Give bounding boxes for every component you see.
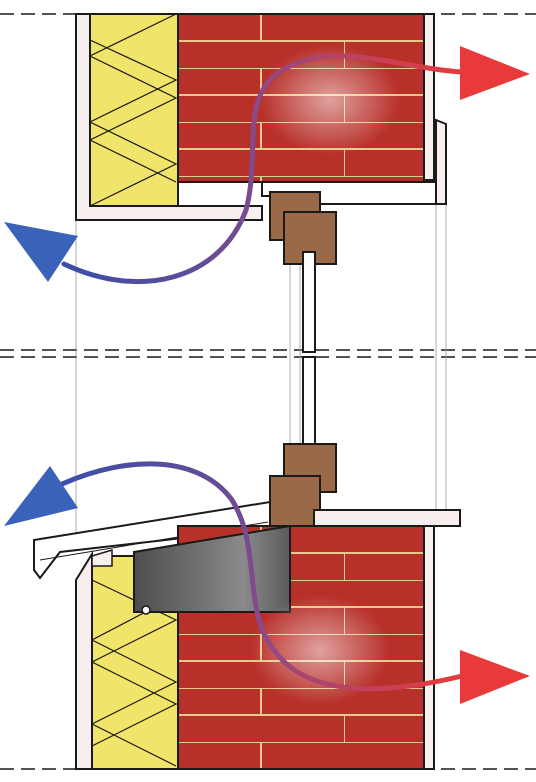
interior-sill-stool (33, 500, 271, 580)
sill-airflow-curve (59, 461, 465, 692)
head-section (75, 13, 447, 353)
exterior-sill (313, 509, 461, 527)
sill-frame-outer (269, 475, 321, 529)
head-glazing (302, 251, 316, 353)
airflow-arrows (4, 45, 530, 705)
head-exterior-cladding (423, 13, 435, 181)
sill-section (33, 356, 461, 770)
head-cool-arrowhead (4, 222, 78, 282)
sill-exterior-cladding (423, 525, 435, 770)
guide-lines (75, 204, 447, 540)
head-insulation-zigzag (88, 13, 178, 207)
head-insulation (89, 13, 179, 207)
sill-glazing (302, 356, 316, 454)
sill-flashing (133, 524, 291, 613)
head-exterior-trim (435, 118, 447, 205)
head-airflow-curve (61, 53, 465, 285)
head-warm-arrowhead (460, 46, 530, 100)
weep-hole (141, 605, 151, 615)
sill-interior-finish (75, 550, 93, 770)
sill-cool-arrowhead (4, 466, 78, 526)
sill-warm-arrowhead (460, 650, 530, 704)
